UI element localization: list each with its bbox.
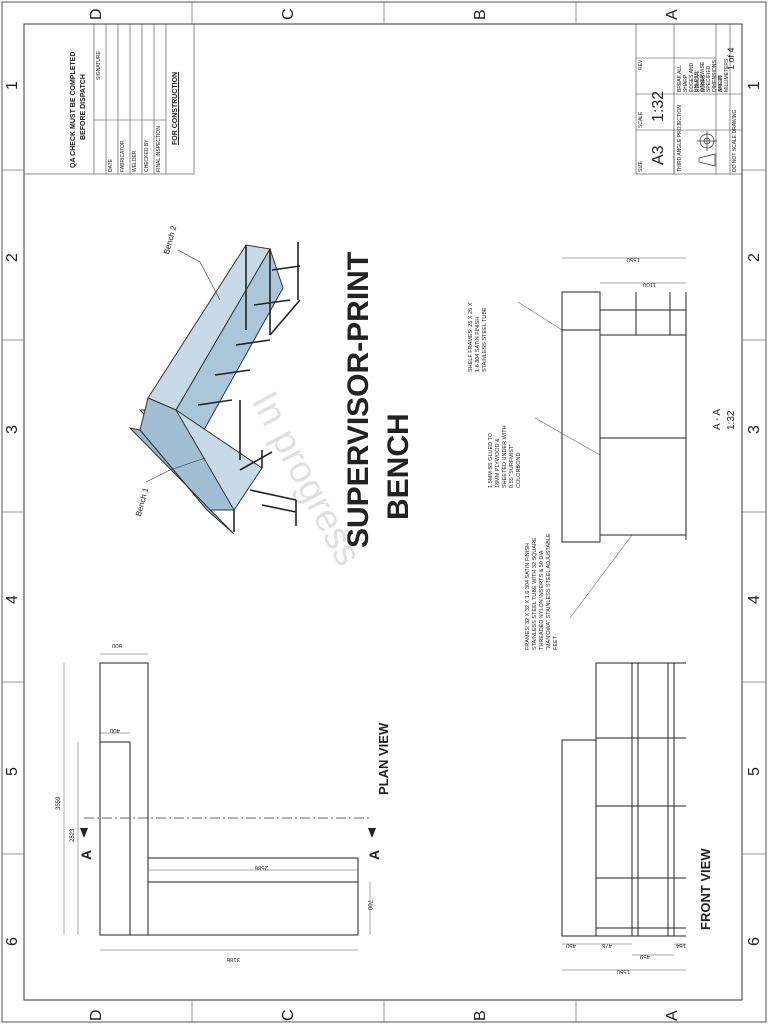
section-view <box>561 291 687 543</box>
tb-do-not-scale: DO NOT SCALE DRAWING <box>732 109 738 172</box>
plan-view <box>99 662 359 936</box>
front-dim-d1: 450 <box>565 942 576 948</box>
qa-row-welder: WELDER <box>132 150 138 172</box>
zone-number-right-1: 1 <box>746 81 763 90</box>
front-dim-total: 1550 <box>616 968 630 974</box>
iso-leaders <box>145 249 221 483</box>
drawing-title-line1: SUPERVISOR-PRINT <box>342 251 375 548</box>
zone-letter-top-c: C <box>280 8 297 20</box>
section-dim-width: 1550 <box>626 256 640 262</box>
plan-section-marker-right: A <box>366 849 382 860</box>
zone-number-right-6: 6 <box>746 937 763 946</box>
qa-title-line1: QA CHECK MUST BE COMPLETED <box>70 51 77 168</box>
qa-row-fabricator: FABRICATOR <box>120 140 126 173</box>
qa-signature-header: SIGNATURE <box>96 51 102 80</box>
plan-dim-inner-height: 2523 <box>70 828 76 842</box>
zone-letter-bottom-c: C <box>280 1009 297 1021</box>
tb-projection: THIRD ANGLE PROJECTION <box>677 105 683 172</box>
tb-size-value: A3 <box>650 145 667 165</box>
section-leaders <box>517 301 633 619</box>
qa-row-date: DATE <box>108 159 114 172</box>
tb-rev-label: REV <box>638 59 644 70</box>
qa-block <box>23 23 195 175</box>
drawing-title-line2: BENCH <box>382 413 415 520</box>
plan-dim-bench1-length: 2586 <box>254 864 268 870</box>
note-ss-plywood: 1.5MM SS GLUED TO 18MM PLYWOOD & SHEETED… <box>488 425 522 488</box>
zone-number-left-2: 2 <box>4 253 21 262</box>
tb-note-dimensions: UNLESS OTHERWISE SPECIFIED, DIMENSIONS A… <box>694 58 730 92</box>
qa-title-line2: BEFORE DISPATCH <box>80 74 87 140</box>
tb-sheet-value: 1 of 4 <box>726 47 736 70</box>
note-shelf-frames: SHELF FRAMES: 25 X 25 X 1.6 304 SATIN FI… <box>468 302 488 372</box>
plan-view-label: PLAN VIEW <box>376 722 391 795</box>
section-label: A - A <box>712 408 723 430</box>
note-frames: FRAMES: 32 X 32 X 1.6 304 SATIN FINISH S… <box>525 533 559 650</box>
front-view-label: FRONT VIEW <box>698 848 713 930</box>
zone-number-right-4: 4 <box>746 595 763 604</box>
zone-number-left-5: 5 <box>4 767 21 776</box>
section-dim-lines <box>562 257 686 284</box>
zone-letter-bottom-b: B <box>472 1010 489 1021</box>
section-dim-inner: 1100 <box>643 281 656 287</box>
qa-row-checked-by: CHECKED BY <box>144 139 150 172</box>
zone-number-left-1: 1 <box>4 81 21 90</box>
plan-section-arrows <box>80 828 376 838</box>
zone-number-right-2: 2 <box>746 253 763 262</box>
qa-for-construction: FOR CONSTRUCTION <box>172 71 179 145</box>
plan-dim-lines <box>63 653 371 951</box>
qa-row-final-inspection: FINAL INSPECTION <box>156 126 162 172</box>
bench1-front <box>139 397 235 511</box>
plan-dim-bench1-depth: 700 <box>366 900 372 911</box>
bench1-side <box>128 427 235 535</box>
front-dim-d4: 164 <box>675 942 686 948</box>
front-view <box>561 662 686 937</box>
plan-dim-total-length: 3186 <box>226 956 240 962</box>
section-scale: 1:32 <box>726 410 737 430</box>
zone-letter-bottom-d: D <box>88 1009 105 1021</box>
plan-dim-inner-width: 400 <box>109 727 120 733</box>
zone-number-right-3: 3 <box>746 425 763 434</box>
projection-symbol <box>697 131 717 167</box>
title-block <box>635 23 743 175</box>
zone-letter-bottom-a: A <box>664 1010 681 1021</box>
plan-section-marker-left: A <box>78 849 94 860</box>
tb-sheet-label: SHEET <box>718 75 724 92</box>
plan-dim-top-width: 600 <box>111 642 122 648</box>
front-dim-d3: 459 <box>639 953 650 959</box>
zone-number-left-6: 6 <box>4 937 21 946</box>
iso-frames <box>197 242 301 532</box>
zone-number-right-5: 5 <box>746 767 763 776</box>
zone-number-left-3: 3 <box>4 425 21 434</box>
tb-size-label: SIZE <box>638 160 644 172</box>
front-dim-d2: 476 <box>601 942 612 948</box>
zone-number-left-4: 4 <box>4 595 21 604</box>
tb-scale-label: SCALE <box>638 111 644 128</box>
front-dim-lines <box>562 943 686 971</box>
isometric-view <box>128 242 301 535</box>
zone-letter-top-d: D <box>88 8 105 20</box>
plan-dim-total-height: 3559 <box>56 796 62 810</box>
zone-letter-top-b: B <box>472 9 489 20</box>
tb-scale-value: 1:32 <box>650 90 667 122</box>
zone-letter-top-a: A <box>664 9 681 20</box>
